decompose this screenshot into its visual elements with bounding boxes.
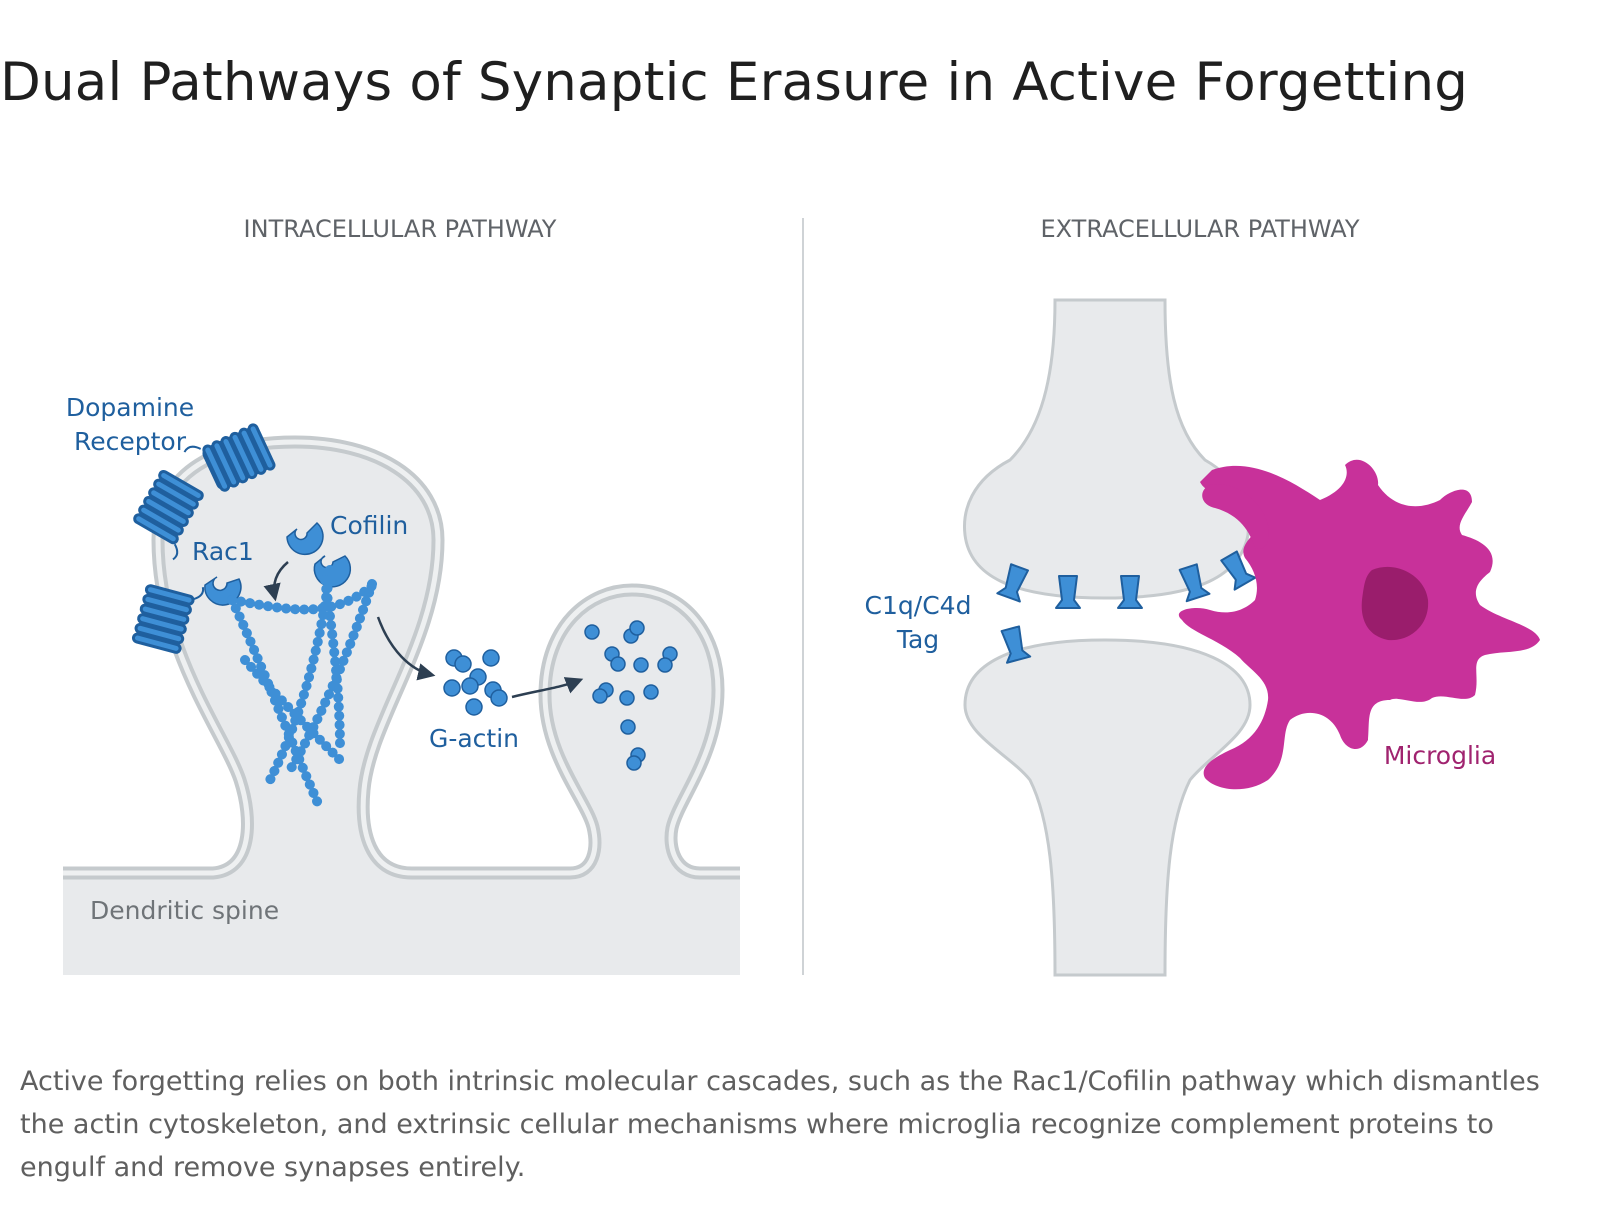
postsynaptic-terminal xyxy=(963,638,1252,977)
complement-tags xyxy=(996,550,1257,664)
cofilin-label: Cofilin xyxy=(330,511,408,540)
dopamine-receptor-label-line1: Dopamine xyxy=(66,393,194,422)
dendrite-membrane xyxy=(63,442,740,975)
cofilin-molecule-1 xyxy=(286,521,324,556)
rac1-label: Rac1 xyxy=(192,537,254,566)
diffusion-arrow xyxy=(511,677,584,699)
g-actin-label: G-actin xyxy=(429,724,519,753)
cofilin-arrow xyxy=(263,561,289,602)
page-title: Dual Pathways of Synaptic Erasure in Act… xyxy=(0,52,1469,113)
complement-tag-label-line1: C1q/C4d xyxy=(865,591,972,620)
dopamine-receptor-1 xyxy=(183,423,276,492)
dendritic-spine-label: Dendritic spine xyxy=(90,896,279,925)
microglia-process-upper xyxy=(1202,484,1269,550)
diagram-svg: INTRACELLULAR PATHWAY EXTRACELLULAR PATH… xyxy=(63,215,1540,977)
dopamine-receptor-3 xyxy=(131,584,205,654)
intracellular-panel: Dopamine Receptor Cofilin Rac1 G-actin D… xyxy=(63,393,740,975)
dopamine-receptor-label-line2: Receptor xyxy=(74,427,187,456)
extracellular-heading: EXTRACELLULAR PATHWAY xyxy=(1040,215,1359,243)
f-actin-filaments xyxy=(227,565,377,813)
microglia-cell xyxy=(1178,459,1540,790)
presynaptic-terminal xyxy=(963,298,1250,600)
figure-caption: Active forgetting relies on both intrins… xyxy=(20,1066,1540,1183)
microglia-nucleus xyxy=(1361,566,1429,641)
microglia-label: Microglia xyxy=(1384,741,1496,770)
g-actin-monomers xyxy=(443,649,508,716)
extracellular-panel: C1q/C4d Tag Microglia xyxy=(865,298,1540,977)
dopamine-receptor-2 xyxy=(133,469,204,561)
intracellular-heading: INTRACELLULAR PATHWAY xyxy=(244,215,557,243)
spine-g-actin xyxy=(584,620,678,771)
complement-tag-label-line2: Tag xyxy=(896,625,939,654)
depolymerization-arrow xyxy=(376,616,436,681)
diagram-figure: INTRACELLULAR PATHWAY EXTRACELLULAR PATH… xyxy=(0,180,1600,1010)
